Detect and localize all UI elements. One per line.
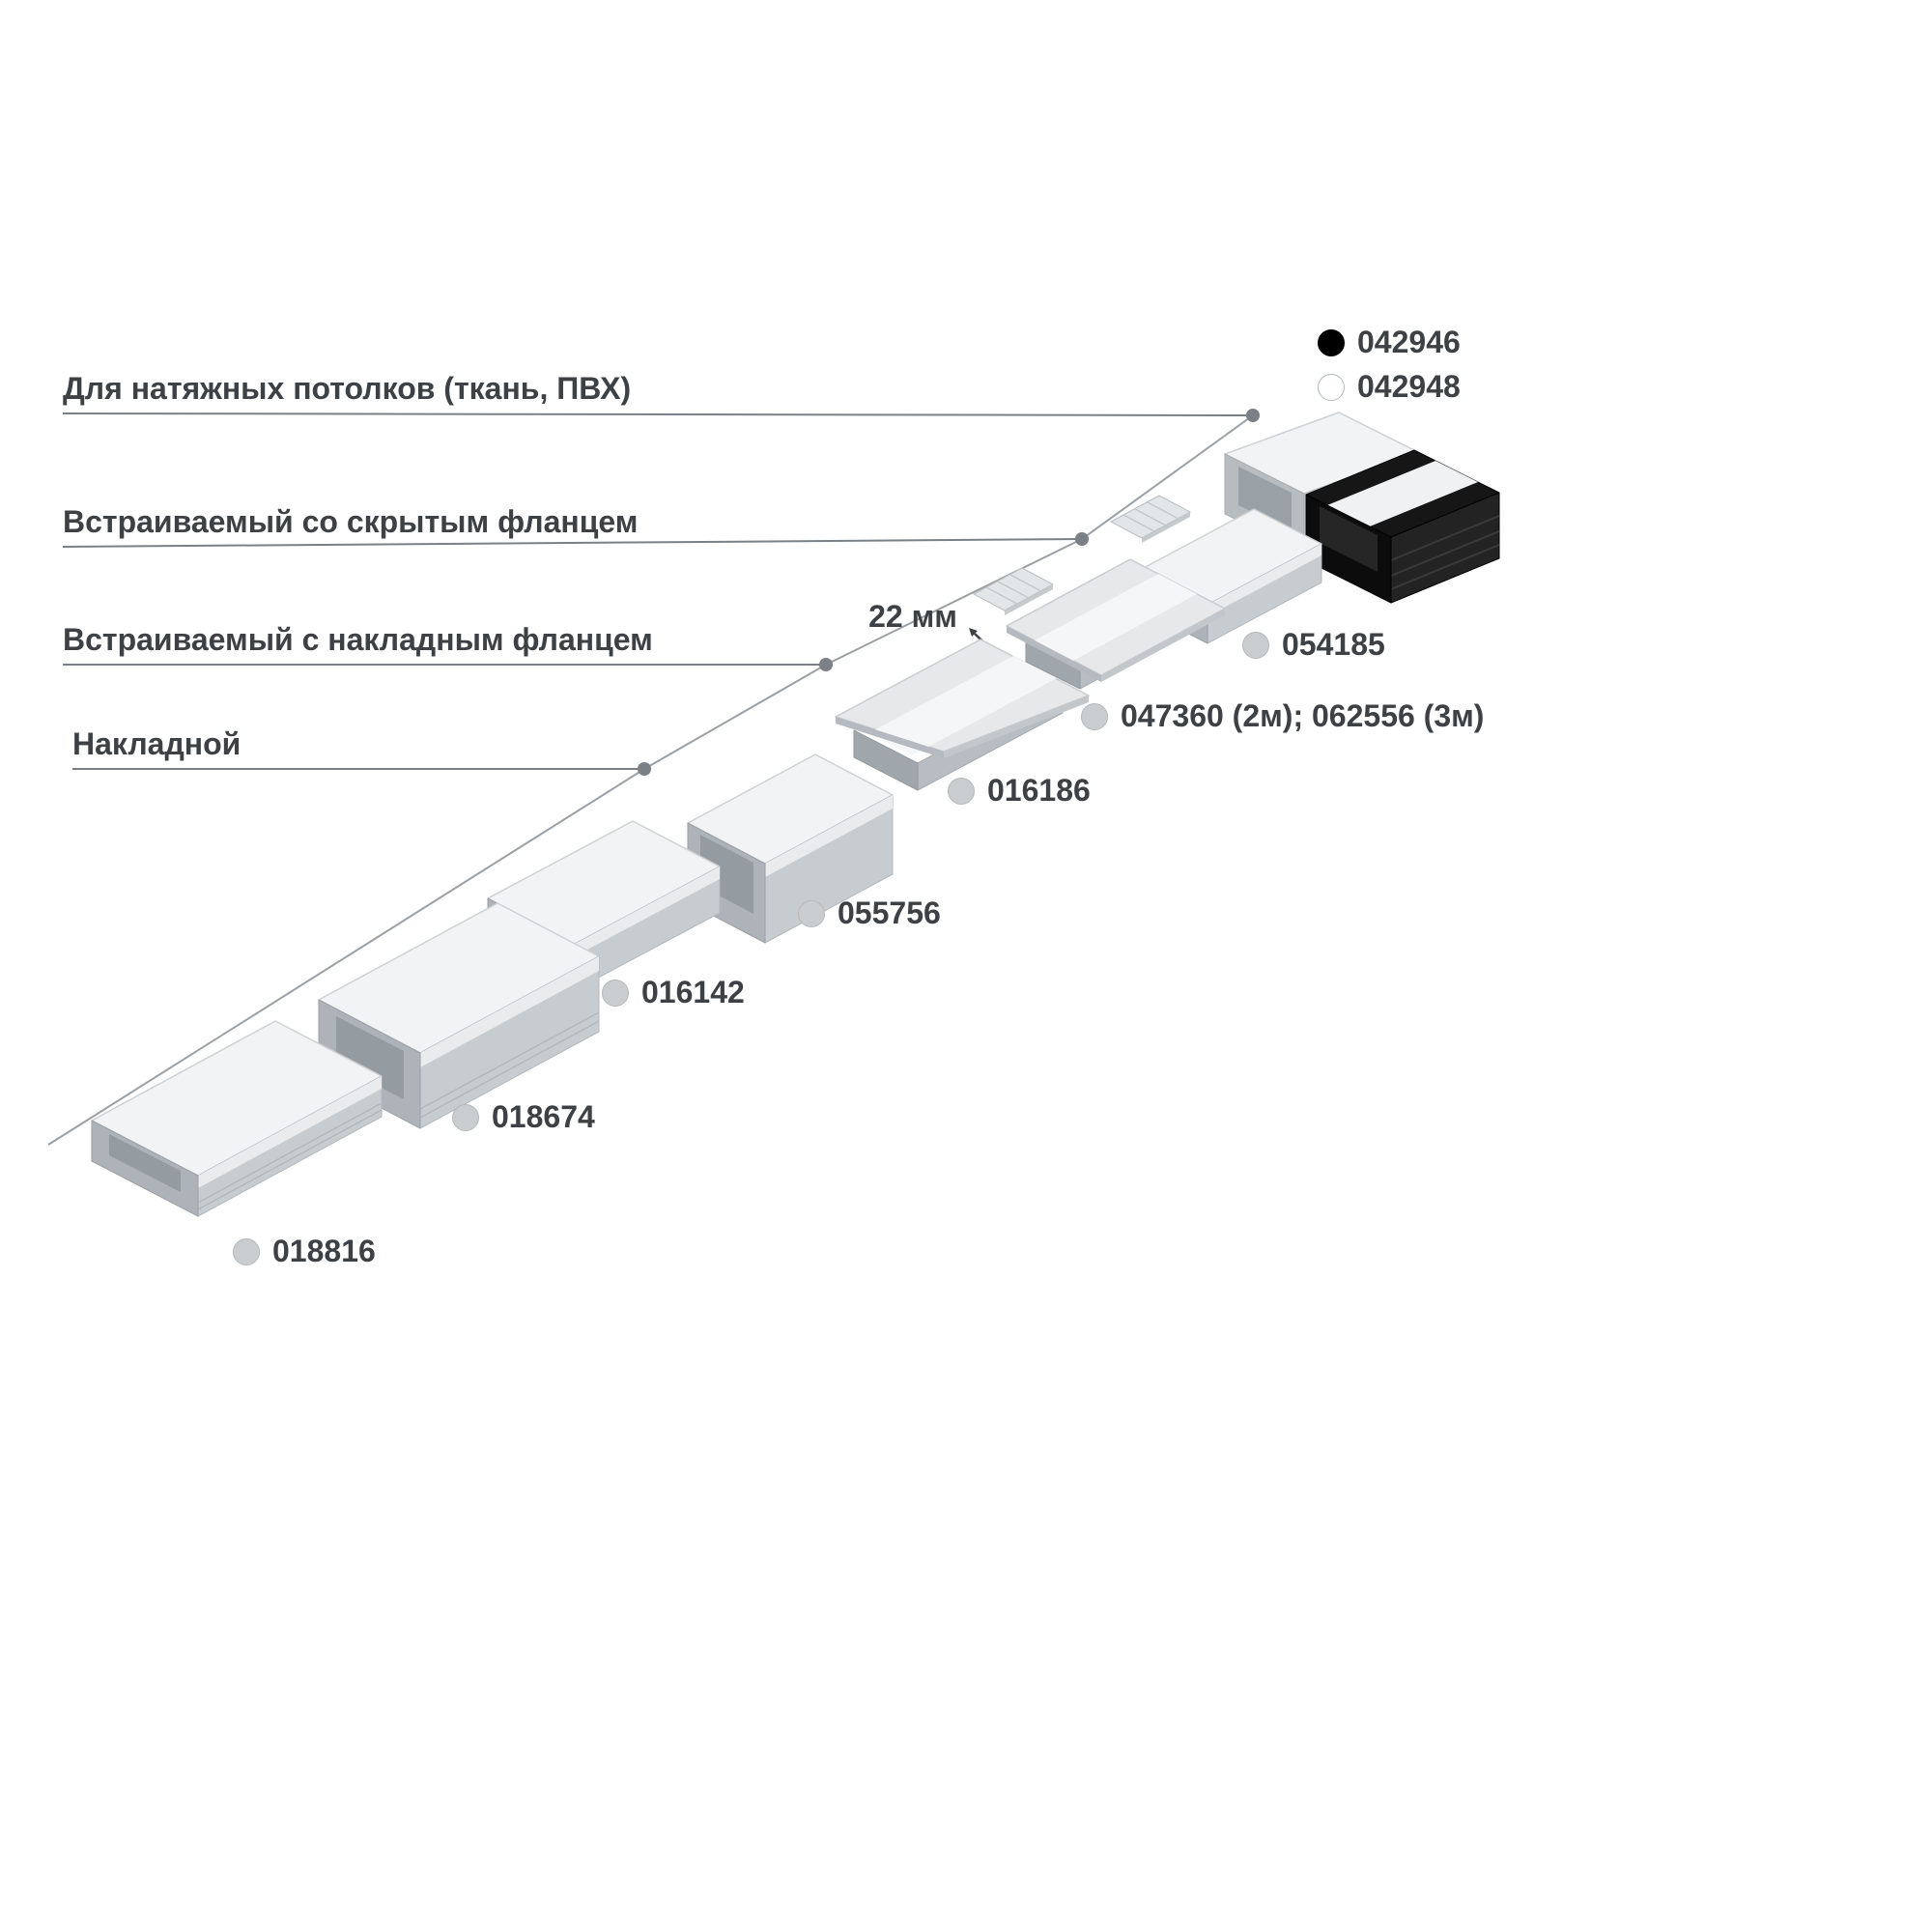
legend-code: 042948 — [1357, 369, 1461, 404]
white-profile-channel — [1238, 467, 1292, 531]
legend-item-042946: 042946 — [1318, 325, 1461, 360]
white-color-marker-icon — [1318, 373, 1345, 401]
gray-color-marker-icon — [1081, 702, 1108, 730]
gray-color-marker-icon — [948, 777, 975, 805]
profile-055756 — [687, 753, 894, 944]
profile-diffuser — [1035, 574, 1197, 661]
profile-042946-black — [1305, 449, 1500, 604]
legend-item-042948: 042948 — [1318, 369, 1461, 405]
category-label-stretch-ceiling: Для натяжных потолков (ткань, ПВХ) — [63, 371, 632, 406]
leader-dot-hidden-flange — [1075, 532, 1089, 546]
profile-diffuser — [868, 656, 1057, 755]
black-color-marker-icon — [1318, 328, 1345, 356]
profile-018674 — [318, 902, 600, 1129]
leader-line-stretch-ceiling — [62, 412, 1254, 416]
category-label-hidden-flange: Встраиваемый со скрытым фланцем — [63, 504, 639, 539]
product-code: 055756 — [838, 895, 941, 930]
product-code: 016186 — [987, 773, 1091, 808]
product-badge-054185: 054185 — [1242, 627, 1385, 663]
product-badge-047360-062556: 047360 (2м); 062556 (3м) — [1081, 698, 1484, 734]
leader-dot-stretch-ceiling — [1246, 409, 1260, 422]
black-profile-channel — [1320, 506, 1378, 572]
product-badge-018674: 018674 — [452, 1099, 595, 1135]
product-code: 016142 — [641, 975, 745, 1009]
mounting-clip — [1109, 495, 1192, 543]
profile-016186 — [835, 639, 1090, 791]
gray-color-marker-icon — [233, 1237, 260, 1265]
leader-line-hidden-flange — [62, 538, 1083, 548]
leader-dot-surface-flange — [819, 658, 833, 671]
category-label-surface-mounted: Накладной — [72, 726, 242, 761]
product-badge-018816: 018816 — [233, 1234, 376, 1269]
product-badge-016142: 016142 — [602, 975, 745, 1010]
gray-color-marker-icon — [1242, 631, 1269, 659]
product-code: 018674 — [492, 1099, 595, 1134]
leader-dot-surface-mounted — [638, 762, 651, 776]
product-code: 054185 — [1282, 627, 1385, 662]
category-label-surface-flange: Встраиваемый с накладным фланцем — [63, 622, 653, 657]
product-code: 018816 — [272, 1234, 376, 1268]
product-badge-016186: 016186 — [948, 773, 1091, 809]
gray-color-marker-icon — [602, 979, 629, 1007]
legend-code: 042946 — [1357, 325, 1461, 359]
profile-018816 — [91, 1020, 383, 1217]
black-profile-diffuser — [1327, 461, 1478, 526]
profile-047360-062556 — [1006, 558, 1226, 690]
product-badge-055756: 055756 — [798, 895, 941, 931]
dimension-label-22mm: 22 мм — [868, 599, 957, 634]
product-code: 047360 (2м); 062556 (3м) — [1121, 698, 1485, 733]
mounting-clip — [972, 567, 1055, 615]
gray-color-marker-icon — [452, 1103, 479, 1131]
gray-color-marker-icon — [798, 899, 825, 927]
